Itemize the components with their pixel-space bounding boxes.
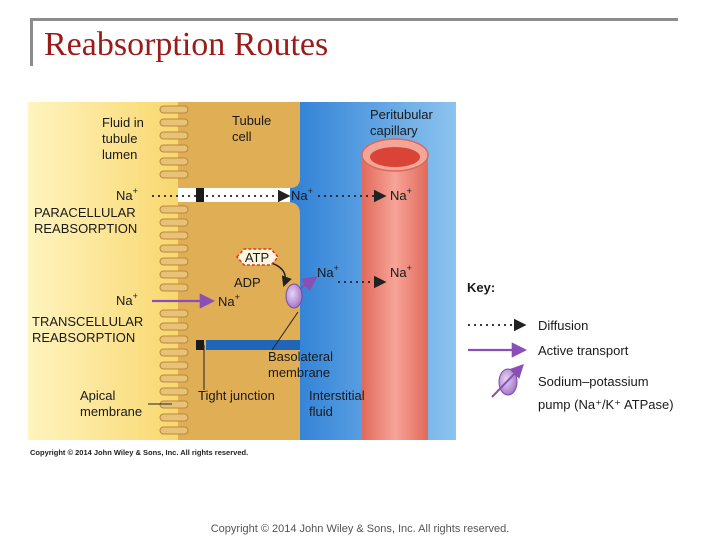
title-left-rule [30, 18, 33, 66]
apical-membrane-label: Apical membrane [80, 388, 142, 419]
adp-label: ADP [234, 275, 261, 290]
capillary-lumen [370, 147, 420, 167]
na-interstitial-paracellular: Na+ [291, 186, 313, 203]
na-lumen-transcellular: Na+ [116, 291, 138, 308]
na-lumen-paracellular: Na+ [116, 186, 138, 203]
slide-footer: Copyright © 2014 John Wiley & Sons, Inc.… [210, 523, 510, 535]
key-pump-label: Sodium–potassium pump (Na⁺/K⁺ ATPase) [538, 374, 674, 412]
atp-label: ATP [245, 250, 269, 265]
microvilli-brush-border [159, 105, 189, 435]
atp-badge [236, 248, 279, 266]
sodium-potassium-pump-icon [285, 283, 303, 309]
figure-copyright: Copyright © 2014 John Wiley & Sons, Inc.… [30, 448, 248, 457]
paracellular-reabsorption-label: PARACELLULAR REABSORPTION [34, 205, 139, 236]
tight-junction-lower [196, 340, 204, 350]
title-top-rule [30, 18, 678, 21]
tubule-cell-lower-base [200, 340, 300, 440]
na-capillary-paracellular: Na+ [390, 186, 412, 203]
basolateral-membrane-leader [271, 311, 299, 351]
title-frame [30, 18, 678, 66]
basolateral-membrane-label: Basolateral membrane [268, 349, 337, 380]
na-capillary-transcellular: Na+ [390, 263, 412, 280]
interstitial-fluid-label: Interstitial fluid [309, 388, 368, 419]
basolateral-membrane-edge [206, 340, 300, 350]
tubule-cell-label: Tubule cell [232, 113, 275, 144]
key-active-transport-label: Active transport [538, 343, 629, 358]
key-diffusion-label: Diffusion [538, 318, 588, 333]
key-title: Key: [467, 280, 495, 295]
na-cell-transcellular: Na+ [218, 292, 240, 309]
key-pump-arrow [491, 363, 524, 398]
fluid-lumen-label: Fluid in tubule lumen [102, 115, 148, 162]
peritubular-capillary-label: Peritubular capillary [370, 107, 437, 138]
tight-junction-label: Tight junction [198, 388, 275, 403]
na-interstitial-transcellular: Na+ [317, 263, 339, 280]
tubule-cell-upper [178, 102, 300, 188]
tight-junction-upper [196, 188, 204, 202]
slide-title: Reabsorption Routes [44, 26, 329, 63]
tubule-lumen-region [28, 102, 178, 440]
transcellular-reabsorption-label: TRANSCELLULAR REABSORPTION [32, 314, 147, 345]
peritubular-capillary [362, 155, 428, 440]
